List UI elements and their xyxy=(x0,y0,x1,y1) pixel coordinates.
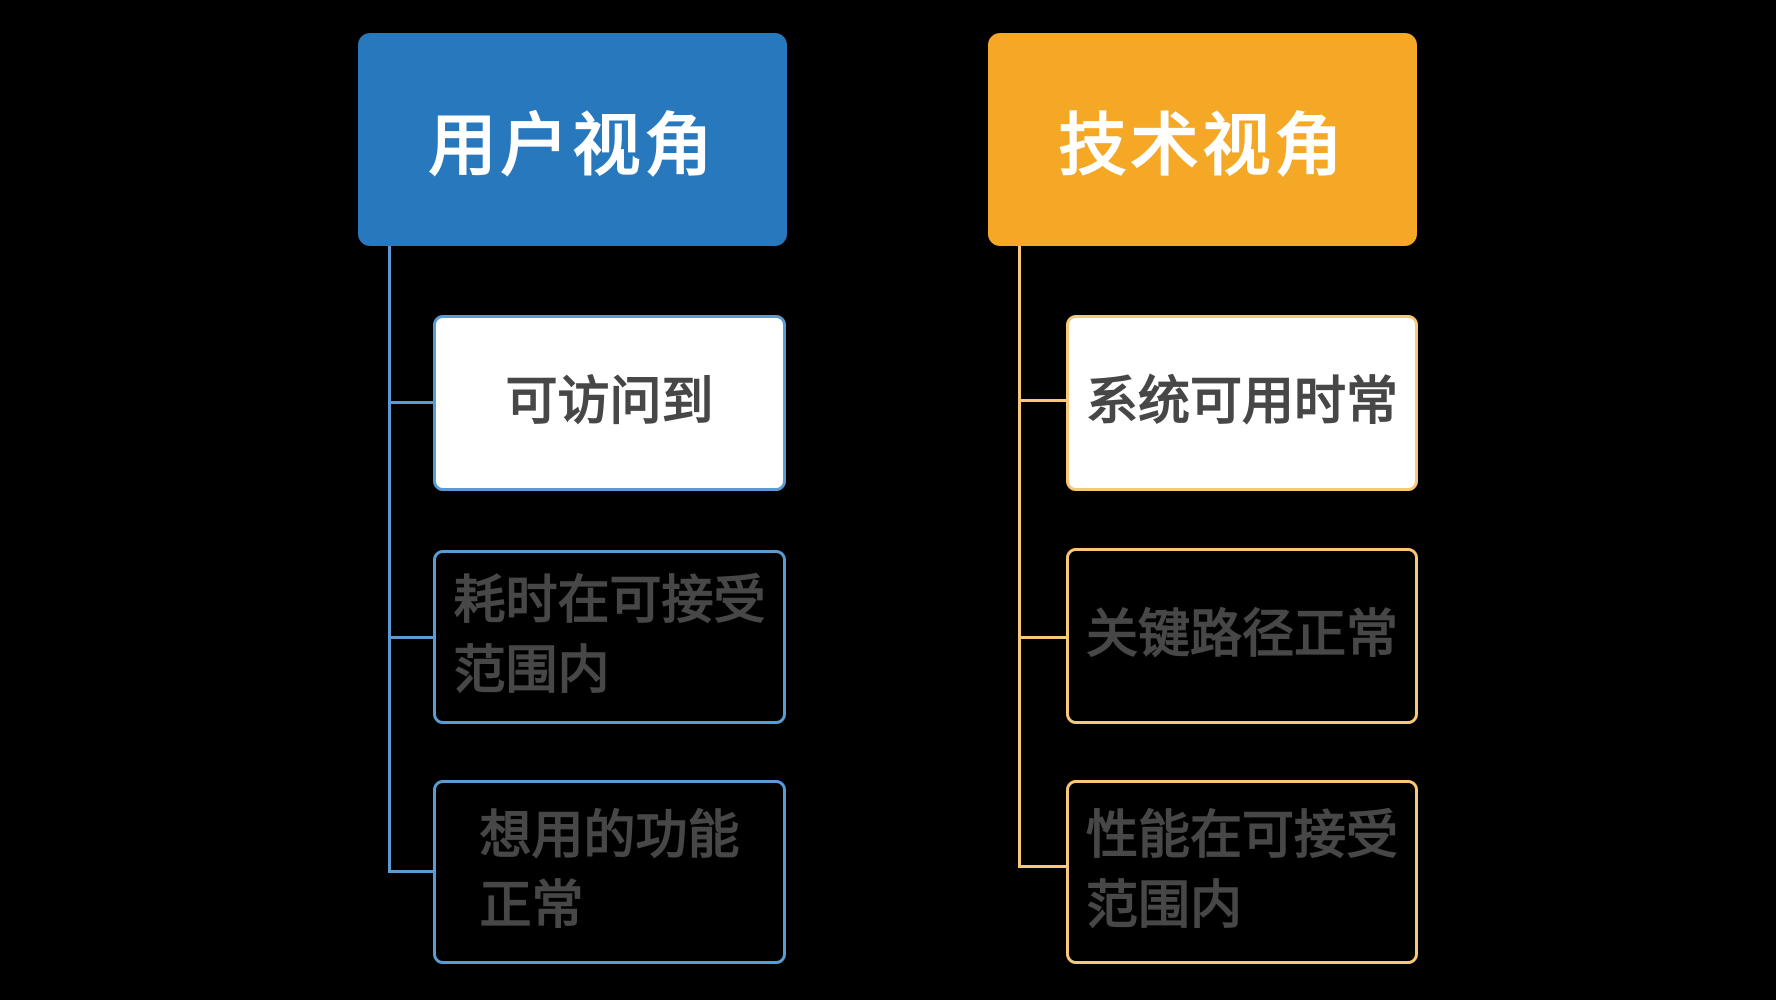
node-user-accessible: 可访问到 xyxy=(433,315,786,491)
node-user-acceptable-latency: 耗时在可接受 范围内 xyxy=(433,550,786,724)
tech-connector-branch-1 xyxy=(1018,399,1066,402)
tech-connector-trunk-line xyxy=(1018,246,1021,868)
user-connector-branch-3 xyxy=(388,870,433,873)
tech-connector-branch-3 xyxy=(1018,865,1066,868)
tech-perspective-header: 技术视角 xyxy=(988,33,1417,246)
user-connector-branch-1 xyxy=(388,401,433,404)
node-tech-critical-path-ok: 关键路径正常 xyxy=(1066,548,1418,724)
user-connector-branch-2 xyxy=(388,636,433,639)
node-tech-system-availability: 系统可用时常 xyxy=(1066,315,1418,491)
node-user-features-work: 想用的功能 正常 xyxy=(433,780,786,964)
tech-connector-branch-2 xyxy=(1018,636,1066,639)
node-tech-acceptable-performance: 性能在可接受 范围内 xyxy=(1066,780,1418,964)
user-perspective-header: 用户视角 xyxy=(358,33,787,246)
user-connector-trunk-line xyxy=(388,246,391,873)
